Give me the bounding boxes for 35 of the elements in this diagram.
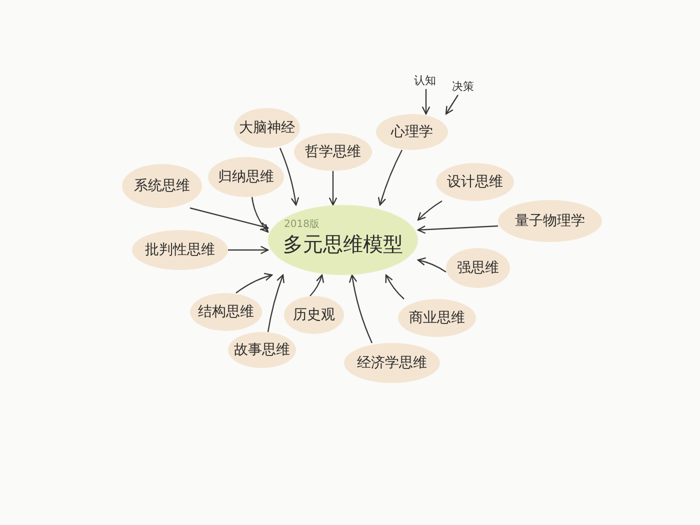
arrow bbox=[417, 258, 446, 272]
idea-bubble: 归纳思维 bbox=[208, 157, 284, 197]
arrow bbox=[267, 274, 284, 332]
arrow bbox=[228, 246, 269, 254]
idea-bubble: 商业思维 bbox=[398, 299, 476, 337]
arrow bbox=[190, 207, 269, 230]
arrow bbox=[417, 200, 442, 221]
idea-bubble: 经济学思维 bbox=[344, 343, 440, 383]
topic-label: 决策 bbox=[447, 77, 479, 95]
idea-bubble: 强思维 bbox=[446, 248, 510, 288]
arrow bbox=[349, 274, 373, 344]
arrow bbox=[310, 274, 324, 296]
idea-bubble: 历史观 bbox=[284, 296, 344, 334]
idea-bubble: 设计思维 bbox=[436, 163, 514, 201]
arrow bbox=[417, 225, 498, 234]
arrow bbox=[328, 171, 338, 206]
idea-bubble: 故事思维 bbox=[228, 332, 296, 368]
arrow bbox=[422, 89, 430, 115]
idea-bubble: 大脑神经 bbox=[234, 108, 300, 148]
arrow bbox=[236, 272, 273, 294]
central-topic-bubble bbox=[268, 205, 418, 275]
arrow bbox=[445, 94, 458, 115]
arrow bbox=[378, 150, 403, 206]
idea-bubble: 心理学 bbox=[376, 114, 448, 150]
topic-title: 多元思维模型 bbox=[283, 231, 403, 257]
idea-bubble: 量子物理学 bbox=[498, 200, 602, 242]
arrow bbox=[385, 274, 404, 300]
topic-label: 认知 bbox=[410, 71, 440, 89]
idea-bubble: 批判性思维 bbox=[132, 230, 228, 270]
idea-bubble: 系统思维 bbox=[122, 164, 202, 208]
idea-bubble: 结构思维 bbox=[190, 293, 262, 331]
arrow bbox=[279, 148, 300, 206]
arrow bbox=[251, 196, 269, 233]
edition-label: 2018版 bbox=[284, 219, 320, 231]
idea-bubble: 哲学思维 bbox=[294, 133, 372, 171]
